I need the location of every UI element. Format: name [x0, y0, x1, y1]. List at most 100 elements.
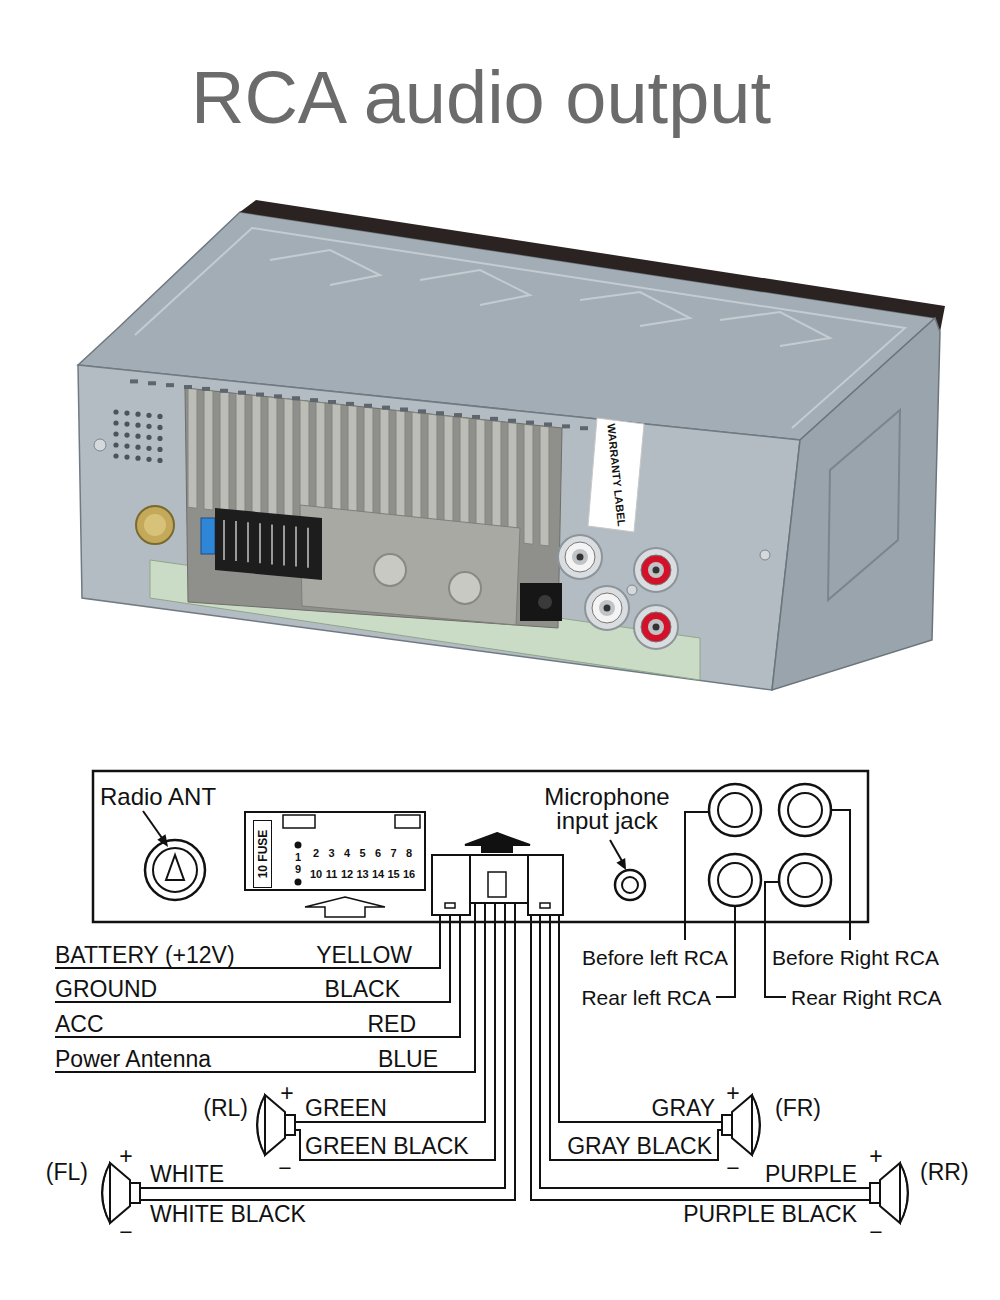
vent-hole	[157, 414, 162, 419]
vent-hole	[157, 425, 162, 430]
speaker-label: (FR)	[775, 1097, 821, 1120]
vent-hole	[157, 447, 162, 452]
rear-panel	[78, 365, 800, 690]
heatsink-fin	[444, 416, 453, 536]
heatsink-fin	[476, 419, 485, 539]
vent-hole	[113, 442, 118, 447]
mic-jack-hole	[622, 877, 638, 893]
iso-connector	[215, 508, 322, 580]
vent-hole	[157, 458, 162, 463]
insert-arrow	[305, 897, 385, 917]
signal-name: ACC	[55, 1013, 104, 1036]
part-label: Microphone input jack	[532, 785, 682, 833]
vent-hole	[135, 434, 140, 439]
pin-number: 3	[328, 848, 334, 859]
wire-color: BLUE	[378, 1048, 438, 1071]
vent-slot	[490, 417, 498, 421]
signal-name: GROUND	[55, 978, 157, 1001]
antenna-jack	[145, 840, 205, 900]
vent-slot	[130, 379, 138, 383]
vent-slot	[166, 383, 174, 387]
harness-latch	[488, 872, 506, 897]
heatsink-fin	[460, 417, 469, 537]
vent-hole	[135, 412, 140, 417]
wire-color: PURPLE BLACK	[683, 1203, 857, 1226]
rca-jack	[779, 784, 831, 836]
heatsink-fin	[396, 411, 405, 531]
pin-number: 4	[344, 848, 350, 859]
wire-color: GREEN BLACK	[305, 1135, 469, 1158]
heatsink-fin	[348, 405, 357, 525]
rca-socket	[634, 605, 678, 649]
antenna-symbol	[166, 855, 184, 880]
heatsink-fin	[380, 409, 389, 529]
heatsink-fin	[284, 399, 293, 519]
speaker-magnet	[130, 1183, 140, 1203]
speaker-label: (RL)	[203, 1097, 248, 1120]
top-emboss	[420, 270, 530, 305]
vent-hole	[124, 411, 129, 416]
vent-slot	[562, 424, 570, 428]
rca-jack-ring	[718, 863, 752, 897]
wiring-diagram	[55, 771, 908, 1223]
fuse	[201, 518, 215, 554]
vent-hole	[135, 423, 140, 428]
speaker-rim	[900, 1163, 908, 1223]
pin-number: 13	[356, 869, 368, 880]
warranty-sticker	[588, 418, 644, 532]
connector-pin	[307, 528, 309, 568]
vent-hole	[113, 409, 118, 414]
connector-pin	[259, 523, 261, 563]
heatsink-fin	[524, 424, 533, 544]
vent-hole	[124, 455, 129, 460]
polarity-mark: +	[280, 1082, 293, 1105]
arrow-head	[616, 858, 626, 870]
heatsink-block	[300, 505, 520, 625]
vent-hole	[146, 435, 151, 440]
vent-slot	[202, 387, 210, 391]
side-cutout	[828, 410, 900, 600]
polarity-mark: −	[278, 1157, 291, 1180]
polarity-mark: −	[119, 1221, 132, 1244]
heatsink-base	[185, 388, 562, 628]
pin-number: 16	[403, 869, 415, 880]
wire-color: GREEN	[305, 1097, 387, 1120]
signal-name: BATTERY (+12V)	[55, 944, 235, 967]
part-label: Radio ANT	[100, 785, 216, 809]
screw	[760, 550, 770, 560]
polarity-mark: −	[726, 1157, 739, 1180]
wire-color: GRAY	[652, 1097, 715, 1120]
vent-slot	[364, 404, 372, 408]
harness-plug	[528, 855, 563, 915]
heatsink-fin	[236, 393, 245, 513]
wire-color: WHITE BLACK	[150, 1203, 306, 1226]
rca-socket-pin	[648, 619, 664, 635]
harness-key	[540, 903, 550, 908]
speaker-magnet	[285, 1115, 295, 1135]
connector-pin	[271, 524, 273, 564]
speaker-label: (FL)	[46, 1161, 88, 1184]
vent-slot	[346, 402, 354, 406]
wire	[55, 915, 460, 1037]
rca-socket-ring	[592, 593, 622, 623]
heatsink-fin	[364, 407, 373, 527]
rca-jack	[779, 854, 831, 906]
vent-hole	[124, 444, 129, 449]
rca-socket-pin	[572, 549, 588, 565]
rca-label: Rear Right RCA	[791, 987, 942, 1008]
connector-socket	[245, 812, 425, 890]
connector-pin	[295, 527, 297, 567]
rca-socket	[634, 548, 678, 592]
pin-number: 6	[375, 848, 381, 859]
vent-slot	[526, 421, 534, 425]
vent-slot	[274, 394, 282, 398]
vent-holes	[113, 379, 588, 463]
vent-slot	[508, 419, 516, 423]
vent-slot	[580, 426, 588, 430]
screw	[94, 439, 106, 451]
wire	[55, 903, 475, 1072]
aux-jack	[520, 583, 562, 621]
harness-plug	[432, 855, 470, 915]
